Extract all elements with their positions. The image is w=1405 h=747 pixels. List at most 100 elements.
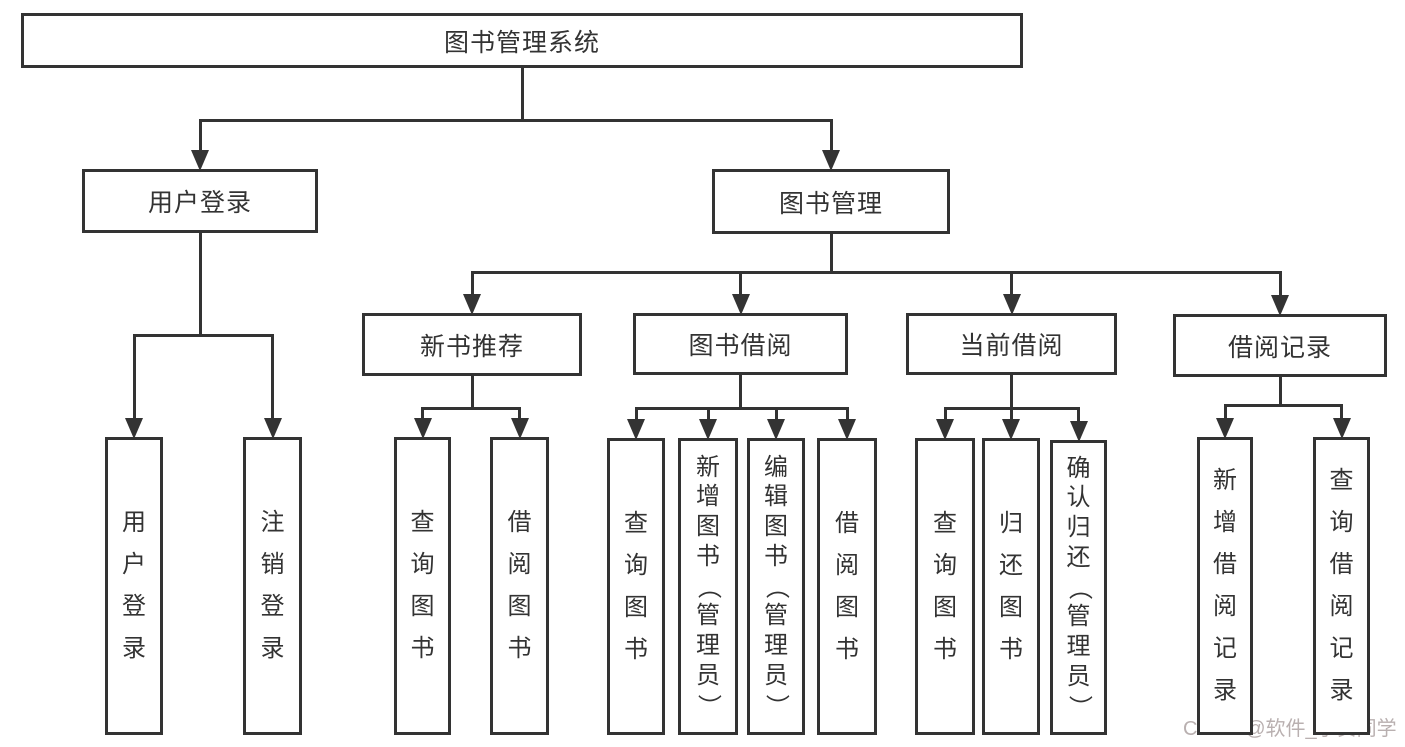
node-leaf-borrow-book-1: 借阅图书 (490, 437, 549, 735)
node-label-char: 录 (1329, 677, 1354, 704)
connector-stem (829, 232, 833, 273)
connector-stem (421, 408, 424, 421)
node-label-char: 图 (933, 593, 957, 621)
node-leaf-query-book-3: 查询图书 (915, 438, 975, 735)
node-label-char: 登 (260, 593, 285, 620)
node-label: 当前借阅 (959, 332, 1064, 360)
node-label-char: 管 (696, 602, 720, 630)
node-new-book-rec: 新书推荐 (362, 313, 582, 376)
node-book-mgmt: 图书管理 (712, 169, 950, 234)
arrow-down-icon (1216, 418, 1234, 439)
node-label-char: 图 (764, 513, 788, 540)
node-label-char: 确 (1066, 454, 1091, 482)
node-label-char: 理 (1066, 633, 1091, 660)
node-root: 图书管理系统 (21, 13, 1023, 68)
node-leaf-edit-book: 编辑图书（管理员） (747, 438, 805, 735)
node-label-char: 新 (696, 453, 720, 481)
arrow-down-icon (767, 419, 785, 440)
arrow-down-icon (125, 418, 143, 439)
node-label: 借阅记录 (1227, 333, 1332, 362)
node-label-char: （ (695, 574, 722, 599)
node-label-char: 登 (122, 593, 146, 620)
node-label-char: 记 (1329, 635, 1354, 662)
node-label-char: 书 (764, 542, 788, 570)
node-label-char: ） (1065, 694, 1093, 719)
arrow-down-icon (1332, 418, 1351, 439)
arrow-down-icon (510, 418, 529, 439)
node-label-char: 编 (764, 453, 788, 481)
node-label-char: 图 (835, 593, 859, 621)
arrow-down-icon (413, 418, 432, 439)
node-label: 图书借阅 (688, 332, 793, 360)
node-label-char: 书 (999, 635, 1023, 663)
node-label-char: 阅 (507, 551, 532, 578)
node-label-char: 图 (410, 593, 435, 620)
node-leaf-return-book: 归还图书 (982, 438, 1040, 735)
node-label-char: 阅 (1213, 593, 1237, 620)
node-leaf-user-login: 用户登录 (105, 437, 163, 735)
arrow-down-icon (1002, 419, 1020, 440)
node-label-char: 户 (122, 551, 146, 578)
connector-bus (198, 118, 833, 122)
node-label: 用户登录 (147, 189, 252, 217)
connector-stem (1010, 272, 1013, 297)
node-leaf-borrow-book-2: 借阅图书 (817, 438, 877, 735)
node-leaf-query-book-1: 查询图书 (394, 437, 451, 735)
connector-stem (774, 408, 778, 422)
arrow-down-icon (699, 419, 717, 440)
node-label-char: 销 (260, 551, 285, 578)
arrow-down-icon (191, 150, 209, 171)
node-label-char: （ (1065, 575, 1093, 600)
connector-stem (132, 335, 136, 421)
connector-stem (198, 120, 202, 153)
arrow-down-icon (936, 419, 954, 440)
node-leaf-confirm-return: 确认归还（管理员） (1050, 440, 1107, 735)
connector-bus (421, 406, 521, 410)
node-label-char: 阅 (1329, 593, 1354, 620)
node-leaf-add-borrow-record: 新增借阅记录 (1197, 437, 1253, 735)
arrow-down-icon (838, 419, 856, 440)
arrow-down-icon (822, 150, 840, 171)
node-label-char: 员 (1066, 662, 1091, 690)
connector-stem (943, 408, 947, 422)
connector-stem (518, 408, 521, 421)
node-leaf-query-borrow-record: 查询借阅记录 (1313, 437, 1370, 735)
node-label-char: 借 (507, 509, 532, 536)
node-label-char: 查 (1329, 467, 1354, 494)
connector-bus (634, 406, 849, 410)
node-label-char: 新 (1213, 467, 1237, 494)
node-label-char: 注 (260, 509, 285, 536)
node-label-char: 书 (624, 635, 648, 663)
node-leaf-add-book: 新增图书（管理员） (678, 438, 738, 735)
node-label-char: 理 (764, 632, 788, 659)
connector-stem (845, 408, 849, 422)
node-label-char: ） (763, 693, 790, 718)
node-label-char: 录 (122, 635, 146, 662)
node-label-char: 阅 (835, 551, 859, 579)
node-label-char: 用 (122, 509, 146, 536)
connector-stem (1278, 375, 1282, 406)
connector-stem (1010, 373, 1013, 409)
node-label-char: 书 (933, 635, 957, 663)
node-label-char: 图 (507, 593, 532, 620)
node-label-char: （ (763, 574, 790, 599)
node-label-char: 询 (410, 551, 435, 578)
connector-stem (198, 231, 202, 336)
node-label-char: 还 (999, 551, 1023, 579)
node-label-char: 借 (1213, 551, 1237, 578)
node-label: 新书推荐 (419, 332, 524, 361)
node-book-borrow: 图书借阅 (633, 313, 848, 375)
node-label-char: 书 (835, 635, 859, 663)
node-label-char: 借 (1329, 551, 1354, 578)
arrow-down-icon (1002, 294, 1021, 315)
node-label-char: 图 (696, 513, 720, 540)
node-label-char: ） (695, 693, 722, 718)
node-label-char: 询 (1329, 509, 1354, 536)
arrow-down-icon (263, 418, 282, 439)
connector-stem (1077, 408, 1080, 424)
node-label-char: 询 (933, 551, 957, 579)
node-label: 图书管理系统 (443, 28, 600, 57)
connector-stem (1278, 272, 1282, 298)
connector-stem (1009, 408, 1013, 422)
